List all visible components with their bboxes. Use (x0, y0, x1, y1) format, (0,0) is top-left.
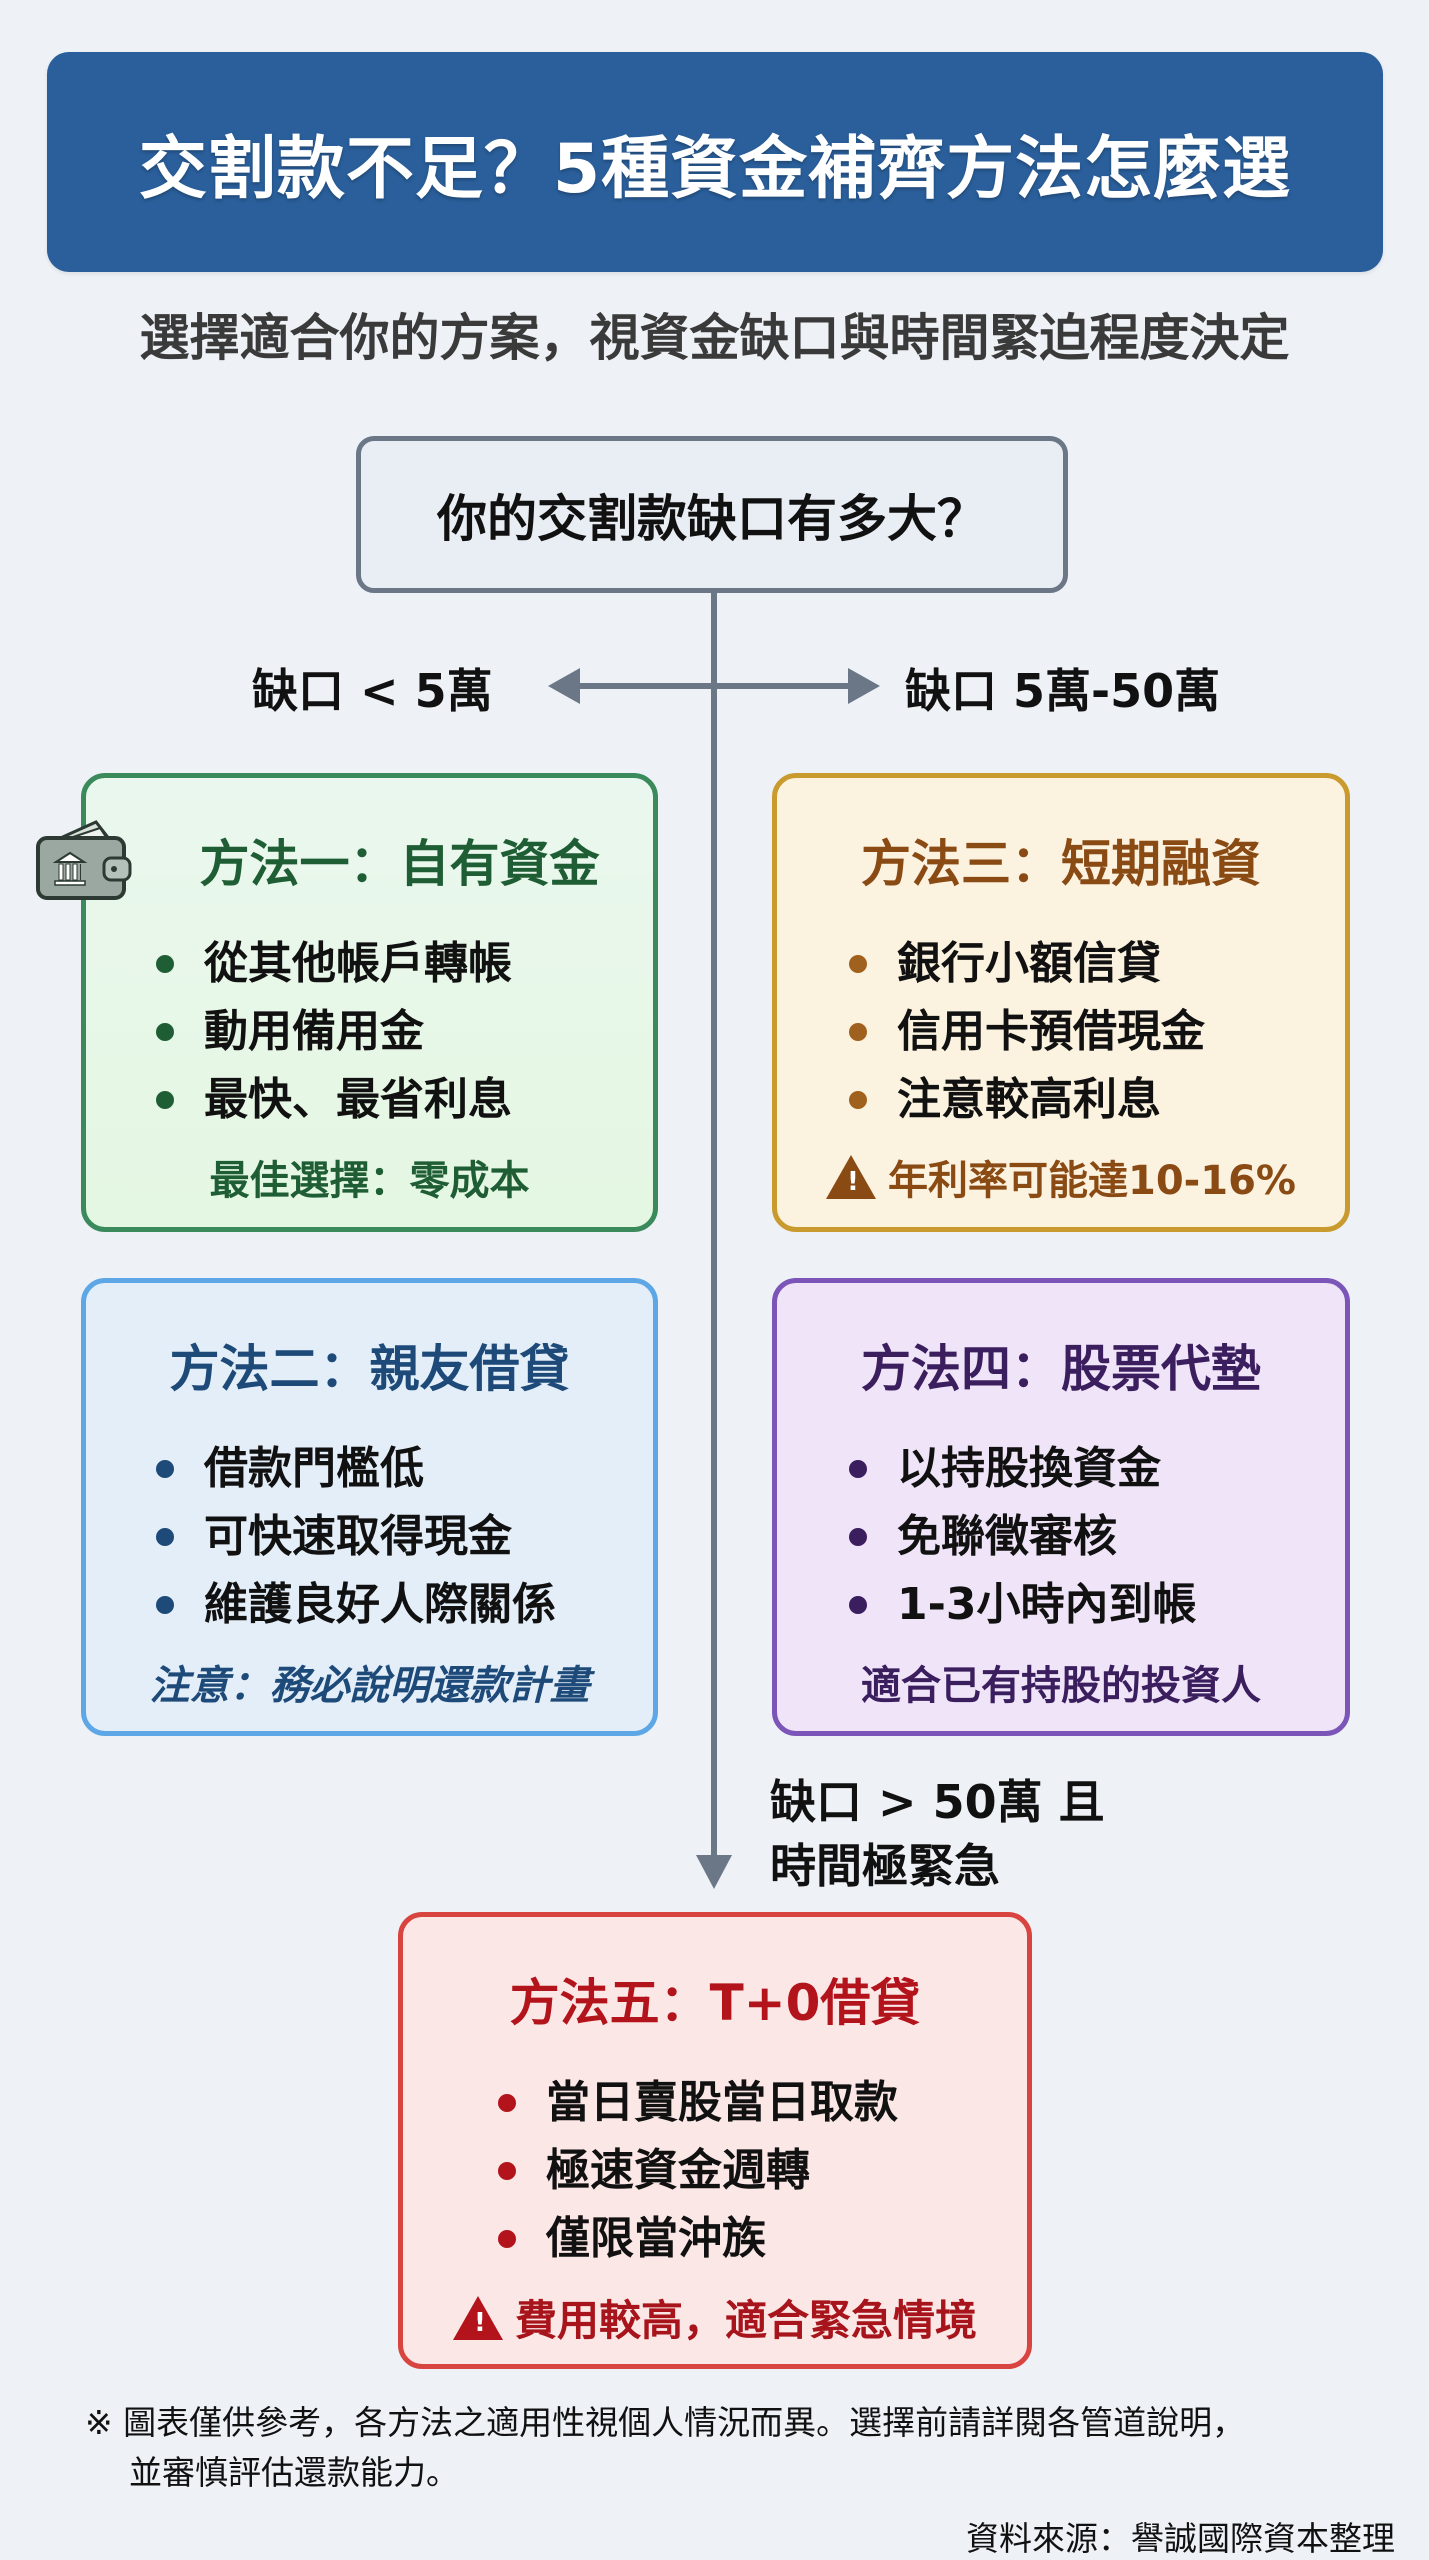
bullet-text: 當日賣股當日取款 (546, 2077, 898, 2128)
arrow-left-icon (548, 668, 580, 704)
bullet-text: 借款門檻低 (204, 1443, 424, 1494)
list-item: 以持股換資金 (849, 1435, 1197, 1503)
arrow-down-icon (696, 1855, 732, 1889)
page-title: 交割款不足？5種資金補齊方法怎麼選 (138, 129, 1292, 209)
list-item: 注意較高利息 (849, 1066, 1205, 1134)
list-item: 免聯徵審核 (849, 1503, 1197, 1571)
branch-label-5-to-50: 缺口 5萬-50萬 (905, 664, 1221, 718)
list-item: 1-3小時內到帳 (849, 1571, 1197, 1639)
title-banner: 交割款不足？5種資金補齊方法怎麼選 (47, 52, 1383, 272)
bullet-icon (156, 1596, 174, 1614)
bullet-icon (849, 1596, 867, 1614)
method-card-stock-advance: 方法四：股票代墊 以持股換資金 免聯徵審核 1-3小時內到帳 適合已有持股的投資… (772, 1278, 1350, 1736)
list-item: 借款門檻低 (156, 1435, 556, 1503)
method-note: 適合已有持股的投資人 (861, 1663, 1261, 1709)
bullet-icon (156, 1460, 174, 1478)
warning-icon: ! (825, 1155, 876, 1199)
bullet-text: 信用卡預借現金 (897, 1006, 1205, 1057)
method-warning: ! 年利率可能達10-16% (825, 1148, 1296, 1206)
warning-text: 費用較高，適合緊急情境 (514, 2296, 977, 2345)
bullet-icon (849, 1023, 867, 1041)
list-item: 僅限當沖族 (498, 2205, 898, 2273)
branch-label-line2: 時間極緊急 (770, 1839, 1000, 1893)
bullet-icon (849, 1091, 867, 1109)
method-note: 注意：務必說明還款計畫 (149, 1663, 590, 1709)
method-card-family-loan: 方法二：親友借貸 借款門檻低 可快速取得現金 維護良好人際關係 注意：務必說明還… (81, 1278, 658, 1736)
method-bullet-list: 銀行小額信貸 信用卡預借現金 注意較高利息 (849, 930, 1205, 1134)
bullet-text: 以持股換資金 (897, 1443, 1161, 1494)
bullet-text: 可快速取得現金 (204, 1511, 512, 1562)
arrow-right-icon (848, 668, 880, 704)
disclaimer: ※ 圖表僅供參考，各方法之適用性視個人情況而異。選擇前請詳閱各管道說明， 並審慎… (85, 2398, 1385, 2498)
list-item: 信用卡預借現金 (849, 998, 1205, 1066)
method-title: 方法四：股票代墊 (861, 1340, 1261, 1398)
list-item: 當日賣股當日取款 (498, 2069, 898, 2137)
list-item: 從其他帳戶轉帳 (156, 930, 512, 998)
connector-vertical-line (711, 593, 717, 1868)
disclaimer-line1: ※ 圖表僅供參考，各方法之適用性視個人情況而異。選擇前請詳閱各管道說明， (85, 2403, 1246, 2442)
bullet-text: 從其他帳戶轉帳 (204, 938, 512, 989)
bullet-text: 免聯徵審核 (897, 1511, 1117, 1562)
branch-label-under-5: 缺口 < 5萬 (252, 664, 493, 718)
method-bullet-list: 當日賣股當日取款 極速資金週轉 僅限當沖族 (498, 2069, 898, 2273)
warning-icon: ! (452, 2295, 503, 2340)
bullet-icon (156, 1023, 174, 1041)
bullet-text: 僅限當沖族 (546, 2213, 766, 2264)
branch-label-over-50: 缺口 > 50萬 且 時間極緊急 (770, 1770, 1105, 1898)
bullet-icon (849, 955, 867, 973)
list-item: 動用備用金 (156, 998, 512, 1066)
wallet-bank-icon (36, 820, 132, 900)
bullet-icon (849, 1460, 867, 1478)
bullet-icon (498, 2230, 516, 2248)
list-item: 最快、最省利息 (156, 1066, 512, 1134)
method-note: 最佳選擇：零成本 (209, 1158, 530, 1204)
method-bullet-list: 以持股換資金 免聯徵審核 1-3小時內到帳 (849, 1435, 1197, 1639)
connector-horizontal-line (575, 683, 850, 689)
bullet-icon (156, 1091, 174, 1109)
method-card-t0-loan: 方法五：T+0借貸 當日賣股當日取款 極速資金週轉 僅限當沖族 ! 費用較高，適… (398, 1912, 1032, 2369)
bullet-icon (156, 1528, 174, 1546)
branch-label-line1: 缺口 > 50萬 且 (770, 1775, 1105, 1829)
method-bullet-list: 從其他帳戶轉帳 動用備用金 最快、最省利息 (156, 930, 512, 1134)
source-credit: 資料來源：譽誠國際資本整理 (966, 2519, 1395, 2558)
method-title: 方法五：T+0借貸 (509, 1974, 921, 2032)
method-warning: ! 費用較高，適合緊急情境 (452, 2287, 977, 2348)
bullet-text: 維護良好人際關係 (204, 1579, 556, 1630)
bullet-icon (498, 2162, 516, 2180)
bullet-icon (156, 955, 174, 973)
list-item: 維護良好人際關係 (156, 1571, 556, 1639)
list-item: 極速資金週轉 (498, 2137, 898, 2205)
method-card-own-funds: 方法一：自有資金 從其他帳戶轉帳 動用備用金 最快、最省利息 最佳選擇：零成本 (81, 773, 658, 1232)
bullet-text: 極速資金週轉 (546, 2145, 810, 2196)
method-title: 方法三：短期融資 (861, 835, 1261, 893)
list-item: 銀行小額信貸 (849, 930, 1205, 998)
warning-text: 年利率可能達10-16% (887, 1158, 1296, 1204)
bullet-icon (498, 2094, 516, 2112)
bullet-text: 動用備用金 (204, 1006, 424, 1057)
method-bullet-list: 借款門檻低 可快速取得現金 維護良好人際關係 (156, 1435, 556, 1639)
bullet-text: 注意較高利息 (897, 1074, 1161, 1125)
subtitle: 選擇適合你的方案，視資金缺口與時間緊迫程度決定 (139, 309, 1290, 367)
list-item: 可快速取得現金 (156, 1503, 556, 1571)
decision-question-node: 你的交割款缺口有多大？ (356, 436, 1068, 593)
bullet-text: 最快、最省利息 (204, 1074, 512, 1125)
disclaimer-line2: 並審慎評估還款能力。 (129, 2453, 459, 2492)
method-title: 方法二：親友借貸 (169, 1340, 570, 1398)
bullet-icon (849, 1528, 867, 1546)
bullet-text: 銀行小額信貸 (897, 938, 1161, 989)
bullet-text: 1-3小時內到帳 (897, 1579, 1197, 1630)
method-card-short-term-financing: 方法三：短期融資 銀行小額信貸 信用卡預借現金 注意較高利息 ! 年利率可能達1… (772, 773, 1350, 1232)
method-title: 方法一：自有資金 (199, 835, 600, 893)
